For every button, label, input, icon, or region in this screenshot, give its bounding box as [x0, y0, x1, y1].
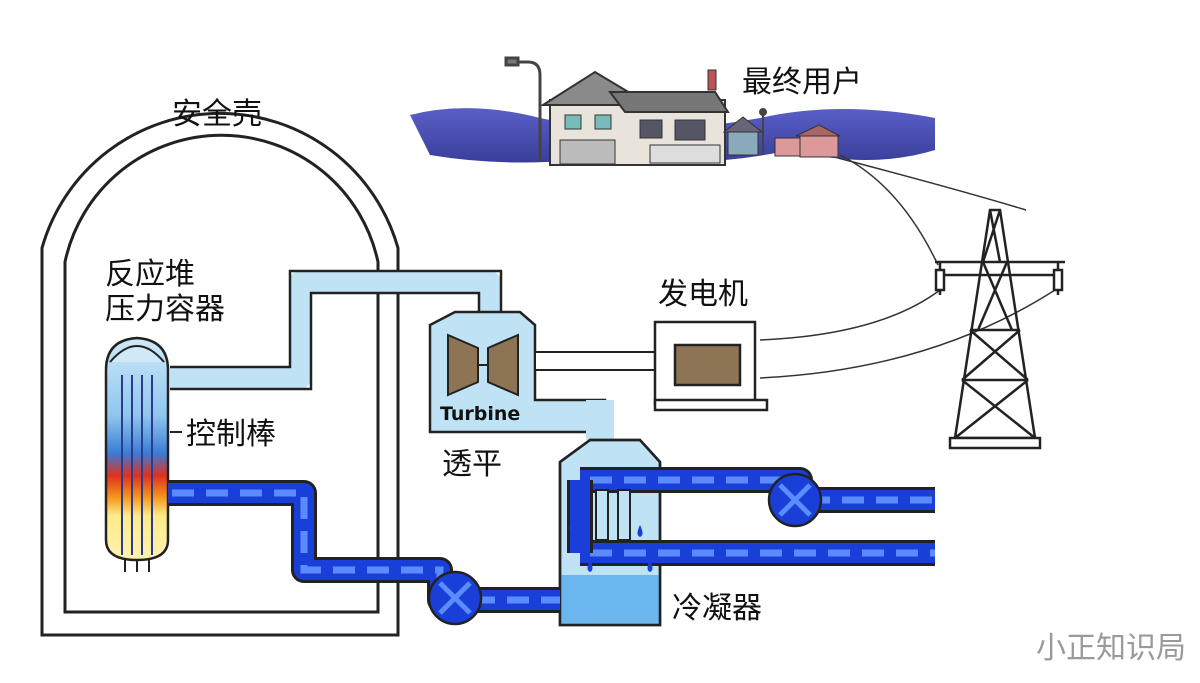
- steam-pipe: [170, 271, 501, 389]
- turbine-en-label: Turbine: [440, 403, 520, 425]
- reactor-vessel-icon: [104, 336, 182, 572]
- power-lines: [759, 154, 1056, 379]
- street-lamp-icon: [759, 108, 767, 155]
- house-icon: [722, 116, 764, 156]
- end-user-label: 最终用户: [742, 65, 862, 100]
- house-icon: [774, 124, 841, 158]
- end-user-scene: [410, 56, 935, 166]
- pump-icon: [767, 472, 823, 528]
- condensate-droplets: [569, 520, 653, 572]
- generator-label: 发电机: [658, 277, 748, 312]
- house-icon: [539, 69, 730, 166]
- reactor-label-line1: 反应堆: [105, 257, 195, 292]
- condenser-label: 冷凝器: [672, 591, 762, 626]
- containment-label: 安全壳: [172, 97, 262, 132]
- control-rods-label: 控制棒: [186, 417, 276, 452]
- turbine-icon: [447, 333, 519, 397]
- watermark: 小正知识局: [1036, 631, 1186, 666]
- reactor-label-line2: 压力容器: [105, 292, 225, 327]
- control-rods: [121, 375, 153, 555]
- street-lamp-icon: [504, 56, 542, 162]
- generator-icon: [653, 320, 769, 412]
- turbine-shaft: [534, 351, 661, 371]
- pump-icon: [427, 570, 483, 626]
- turbine-cn-label: 透平: [442, 447, 502, 482]
- transmission-tower-icon: [934, 208, 1065, 450]
